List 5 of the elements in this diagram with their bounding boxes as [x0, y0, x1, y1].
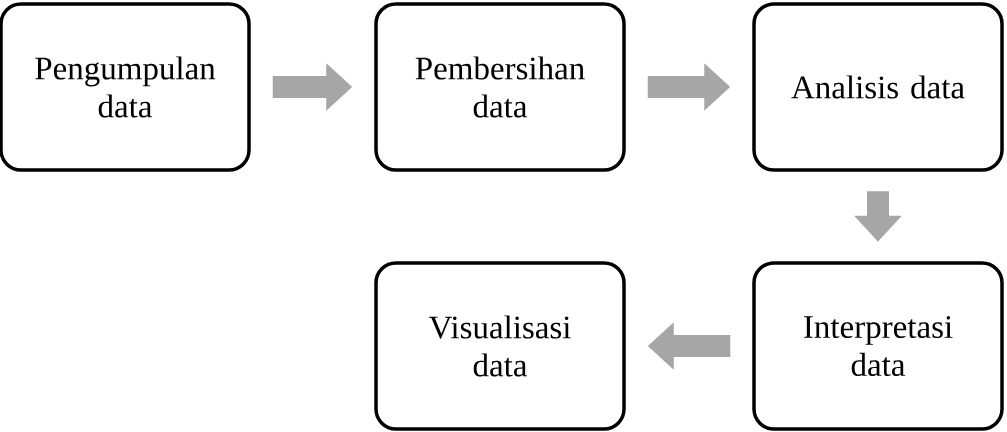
process-box: Pembersihan data — [374, 2, 626, 172]
process-box: Pengumpulan data — [0, 2, 251, 172]
process-box: Analisis data — [752, 2, 1004, 172]
process-box: Visualisasi data — [374, 261, 626, 431]
process-box: Interpretasi data — [752, 261, 1004, 431]
